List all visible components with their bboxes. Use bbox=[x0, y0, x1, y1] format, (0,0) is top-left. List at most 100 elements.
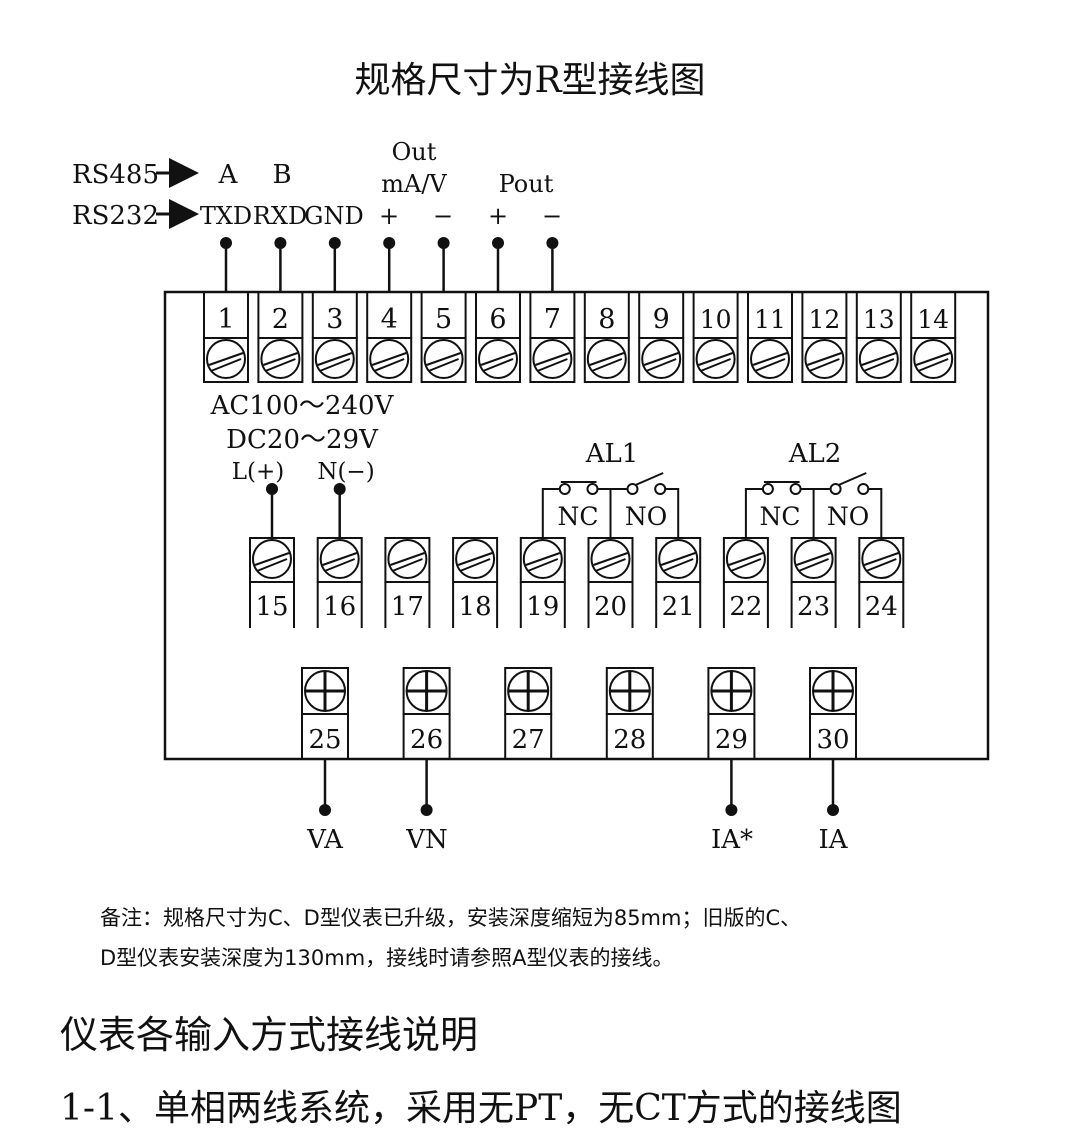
relay-al2-nc-contact-a bbox=[761, 483, 774, 495]
terminal-14-number: 14 bbox=[917, 305, 949, 334]
terminal-3-number: 3 bbox=[326, 304, 343, 335]
sub-heading: 1-1、单相两线系统，采用无PT，无CT方式的接线图 bbox=[60, 1088, 902, 1129]
terminal-1-screw-slot-b bbox=[210, 358, 242, 372]
rs485-pin-a: A bbox=[218, 160, 239, 190]
terminal-11-screw-slot-a bbox=[752, 352, 788, 366]
relay-al1-nc-contact-b bbox=[586, 483, 599, 495]
analog-minus: − bbox=[433, 202, 453, 230]
terminal-24-number: 24 bbox=[865, 592, 898, 622]
terminal-7-block bbox=[529, 337, 576, 383]
terminal-17-number: 17 bbox=[391, 592, 424, 622]
terminal-11-screw-slot-b bbox=[754, 358, 786, 372]
terminal-22-screw-slot-b bbox=[730, 558, 762, 572]
pulse-minus: − bbox=[542, 202, 562, 230]
terminal-6-number: 6 bbox=[489, 304, 506, 335]
terminal-13-block bbox=[855, 337, 902, 383]
relay-al1-no-label: NO bbox=[625, 502, 667, 531]
terminal-19-block bbox=[519, 537, 566, 583]
terminal-6-block bbox=[475, 337, 521, 383]
terminal-20-screw-slot-a bbox=[593, 552, 628, 566]
terminal-13-number: 13 bbox=[863, 305, 895, 334]
terminal-21-screw-slot-b bbox=[662, 558, 694, 572]
relay-al2-no-label: NO bbox=[827, 502, 869, 531]
terminal-2-screw-slot-b bbox=[265, 358, 296, 372]
note-line-2: D型仪表安装深度为130mm，接线时请参照A型仪表的接线。 bbox=[100, 946, 674, 970]
analog-out-label: Out bbox=[392, 138, 437, 166]
input-ia-label: IA bbox=[818, 825, 848, 855]
relay-al2-nc-contact-b bbox=[789, 483, 802, 495]
terminal-27-number: 27 bbox=[512, 725, 545, 755]
input-vn-label: VN bbox=[405, 825, 448, 855]
lead-dot-terminal-16 bbox=[333, 483, 346, 495]
terminal-5-block bbox=[420, 337, 467, 383]
terminal-14-screw-slot-b bbox=[917, 358, 949, 372]
terminal-2-number: 2 bbox=[272, 304, 289, 335]
terminal-16-screw-slot-a bbox=[322, 552, 358, 566]
terminal-11-block bbox=[747, 337, 793, 383]
power-line-label: L(+) bbox=[232, 459, 285, 485]
terminal-29-number: 29 bbox=[715, 725, 748, 755]
lead-dot-terminal-5 bbox=[437, 237, 450, 249]
terminal-23-screw-slot-b bbox=[798, 558, 829, 572]
terminal-12-block bbox=[801, 337, 848, 383]
terminal-9-screw-slot-b bbox=[645, 358, 677, 372]
power-ac-label: AC100～240V bbox=[210, 391, 395, 421]
lead-dot-terminal-2 bbox=[274, 237, 287, 249]
input-ia-star-label: IA* bbox=[711, 825, 753, 855]
terminal-19-number: 19 bbox=[526, 592, 559, 622]
terminal-9-block bbox=[638, 337, 685, 383]
rs232-pin-gnd: GND bbox=[304, 202, 363, 230]
note-line-1: 备注：规格尺寸为C、D型仪表已升级，安装深度缩短为85mm；旧版的C、 bbox=[100, 906, 802, 930]
terminal-12-screw-slot-a bbox=[807, 352, 842, 366]
terminal-4-block bbox=[366, 337, 413, 383]
lead-dot-terminal-3 bbox=[328, 237, 341, 249]
rs232-pin-rxd: RXD bbox=[253, 202, 307, 230]
terminal-5-screw-slot-b bbox=[428, 358, 459, 372]
terminal-5-number: 5 bbox=[435, 304, 452, 335]
terminal-30-block bbox=[809, 667, 857, 715]
terminal-9-screw-slot-a bbox=[643, 352, 679, 366]
terminal-5-screw-slot-a bbox=[426, 352, 461, 366]
relay-al1-no-blade bbox=[635, 472, 664, 486]
wiring-leads bbox=[220, 237, 839, 816]
relay-al1-nc-label: NC bbox=[557, 502, 598, 531]
lead-dot-terminal-30 bbox=[827, 804, 839, 816]
terminal-22-block bbox=[722, 537, 769, 583]
terminal-8-block bbox=[583, 337, 630, 383]
terminal-26-number: 26 bbox=[410, 725, 443, 755]
pulse-plus: + bbox=[488, 202, 508, 230]
lead-dot-terminal-1 bbox=[220, 237, 232, 249]
terminal-18-number: 18 bbox=[459, 592, 492, 622]
terminal-16-number: 16 bbox=[323, 592, 356, 622]
terminal-25-number: 25 bbox=[308, 725, 341, 755]
terminal-10-number: 10 bbox=[700, 305, 732, 334]
terminal-11-number: 11 bbox=[754, 305, 786, 334]
terminal-13-screw-slot-b bbox=[863, 358, 895, 372]
relay-al2-no-contact-a bbox=[829, 483, 842, 495]
rs232-label: RS232 bbox=[72, 201, 159, 231]
diagram-title: 规格尺寸为R型接线图 bbox=[354, 60, 705, 101]
terminal-7-screw-slot-a bbox=[535, 352, 570, 366]
terminal-1-number: 1 bbox=[217, 304, 234, 335]
pulse-out-label: Pout bbox=[499, 170, 554, 198]
relay-al1-wire-nc-side bbox=[541, 488, 560, 538]
terminal-19-screw-slot-b bbox=[527, 558, 559, 572]
terminal-23-number: 23 bbox=[797, 592, 830, 622]
terminal-18-screw-slot-a bbox=[457, 552, 493, 566]
terminal-2-screw-slot-a bbox=[263, 352, 298, 366]
input-va-label: VA bbox=[306, 825, 344, 855]
terminal-12-number: 12 bbox=[808, 305, 840, 334]
terminal-24-screw-slot-b bbox=[865, 558, 897, 572]
relay-al2-wire-nc-side bbox=[744, 488, 763, 538]
terminal-20-screw-slot-b bbox=[595, 558, 626, 572]
terminal-20-number: 20 bbox=[594, 592, 627, 622]
terminal-10-block bbox=[692, 337, 739, 383]
relay-al1-wire-no-side bbox=[665, 488, 680, 538]
rs485-pin-b: B bbox=[272, 160, 291, 190]
terminal-1-block bbox=[203, 337, 249, 383]
terminal-28-number: 28 bbox=[613, 725, 646, 755]
terminal-8-screw-slot-a bbox=[589, 352, 625, 366]
